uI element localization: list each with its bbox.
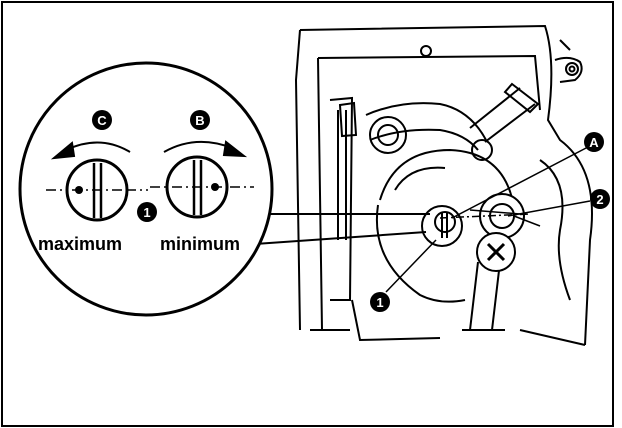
- reference-dot-right: [211, 183, 219, 191]
- callout-1-machine: 1: [370, 292, 390, 312]
- reference-mark-line: [439, 213, 531, 219]
- cross-head-screw: [476, 232, 516, 272]
- label-maximum: maximum: [38, 234, 122, 254]
- adjusting-screw-on-machine: [421, 205, 463, 247]
- svg-text:A: A: [589, 135, 599, 150]
- magnifier-connectors: [254, 213, 430, 245]
- screw-minimum-position: [150, 155, 254, 219]
- svg-text:1: 1: [376, 295, 383, 310]
- rotation-arrow-b-icon: [163, 140, 248, 158]
- rotation-arrow-c-icon: [50, 141, 131, 160]
- svg-text:1: 1: [143, 205, 150, 220]
- leader-lines: [385, 146, 591, 293]
- svg-text:B: B: [195, 113, 204, 128]
- screw-maximum-position: [46, 158, 148, 222]
- magnifier-circle: [18, 61, 274, 317]
- svg-text:C: C: [97, 113, 107, 128]
- callout-a: A: [584, 132, 604, 152]
- reference-dot-left: [75, 186, 83, 194]
- callout-2: 2: [590, 189, 610, 209]
- machine-body: [294, 24, 593, 346]
- callout-1-magnifier: 1: [137, 202, 157, 222]
- callout-b: B: [190, 110, 210, 130]
- callout-c: C: [92, 110, 112, 130]
- magnifier-detail: C B 1 maximum minimum: [18, 61, 274, 317]
- svg-text:2: 2: [596, 192, 603, 207]
- label-minimum: minimum: [160, 234, 240, 254]
